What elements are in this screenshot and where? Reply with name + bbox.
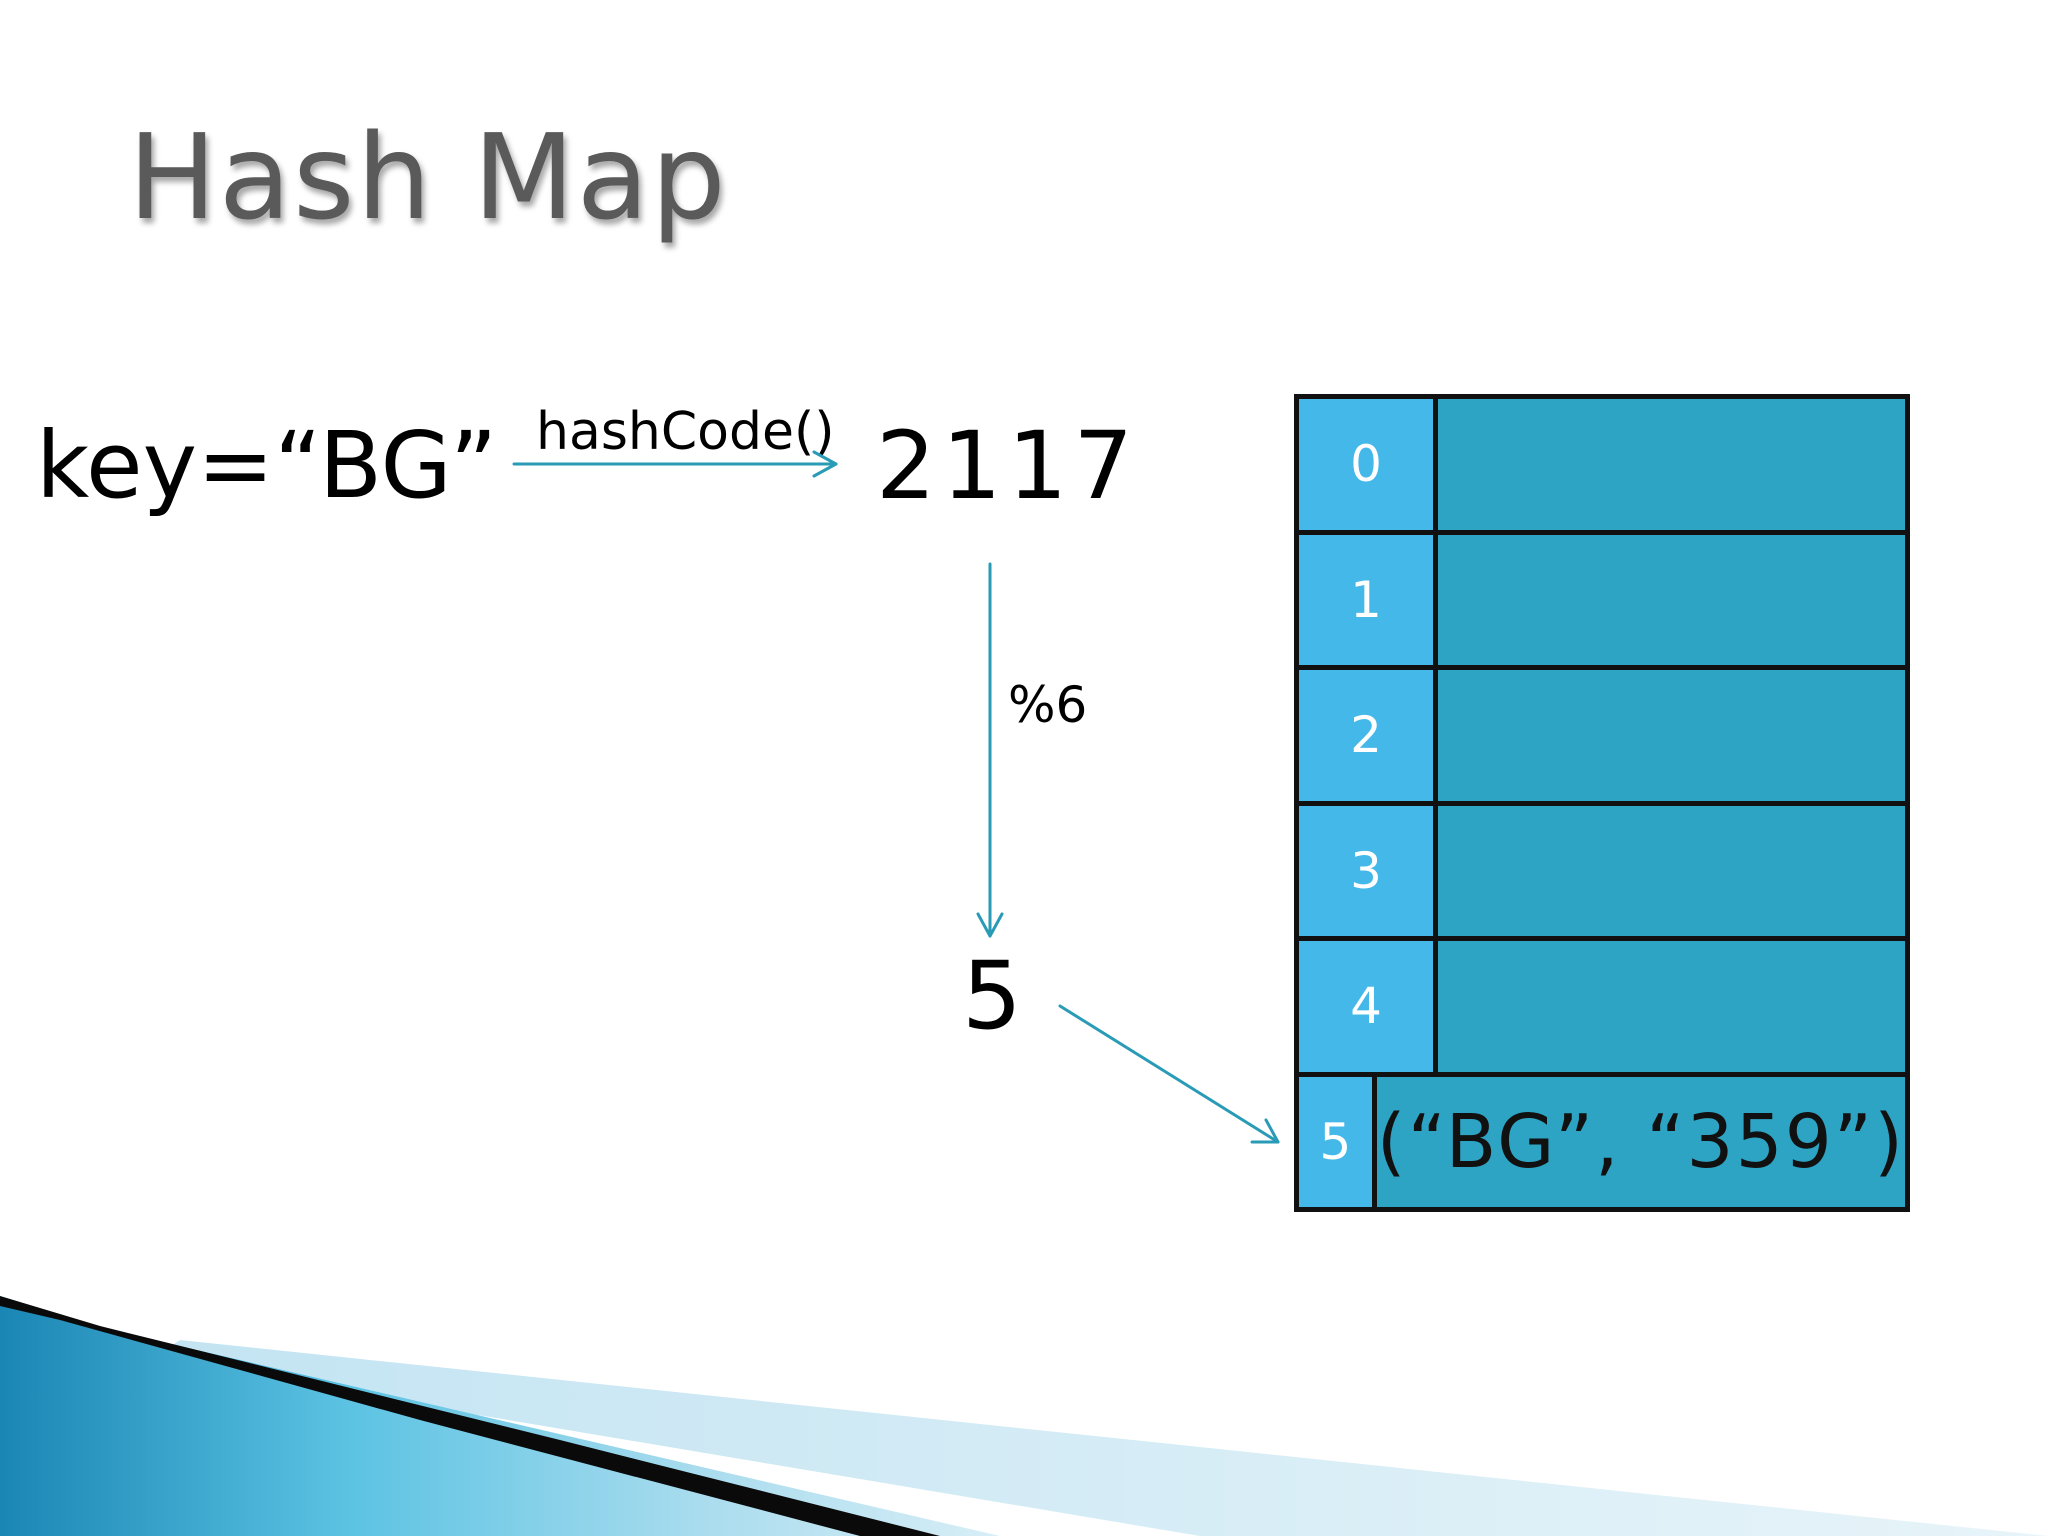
- bucket-value: [1438, 941, 1905, 1072]
- bucket-arrow-head-icon: [1250, 1118, 1280, 1144]
- hash-function-label: hashCode(): [536, 402, 835, 462]
- bucket-index: 5: [1299, 1076, 1377, 1207]
- bucket-index-value: 5: [962, 942, 1022, 1051]
- banner-dark-stripe: [0, 1296, 940, 1536]
- bucket-index: 3: [1299, 805, 1438, 936]
- hash-code-value: 2117: [876, 412, 1140, 521]
- slide-title: Hash Map: [128, 108, 728, 246]
- bucket-row: 3: [1299, 805, 1905, 941]
- bucket-value: [1438, 534, 1905, 665]
- bucket-arrow: [1058, 1004, 1280, 1144]
- bucket-row: 0: [1299, 399, 1905, 535]
- banner-pale-band: [150, 1340, 2048, 1536]
- bucket-value: (“BG”, “359”): [1376, 1076, 1905, 1207]
- modulo-operation-label: %6: [1008, 676, 1088, 734]
- key-label: key=“BG”: [36, 412, 498, 519]
- bucket-row: 1: [1299, 534, 1905, 670]
- banner-blue-wedge: [0, 1296, 1000, 1536]
- bucket-index: 1: [1299, 534, 1438, 665]
- modulo-arrow-head-icon: [976, 912, 1004, 938]
- bucket-index: 2: [1299, 670, 1438, 801]
- bucket-row: 5(“BG”, “359”): [1299, 1076, 1905, 1207]
- bucket-value: [1438, 670, 1905, 801]
- bucket-value: [1438, 805, 1905, 936]
- bucket-row: 4: [1299, 941, 1905, 1077]
- bucket-index: 4: [1299, 941, 1438, 1072]
- bucket-row: 2: [1299, 670, 1905, 806]
- bucket-index: 0: [1299, 399, 1438, 530]
- bucket-value: [1438, 399, 1905, 530]
